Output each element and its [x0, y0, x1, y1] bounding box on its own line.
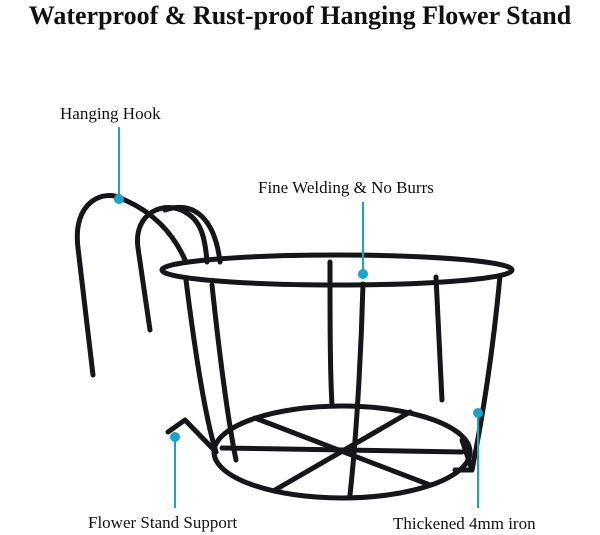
callout-label-stand-support: Flower Stand Support	[88, 513, 238, 532]
callout-label-fine-welding: Fine Welding & No Burrs	[258, 178, 434, 197]
leg-left-inner	[209, 282, 239, 463]
callout-dot-hook	[114, 194, 124, 204]
callout-dot-iron	[473, 408, 483, 418]
top-ring	[159, 252, 515, 288]
hanging-hook-outer	[74, 193, 189, 378]
callout-dot-support	[170, 432, 180, 442]
bottom-spoke-3	[272, 409, 413, 493]
right-support-foot	[452, 437, 475, 473]
callout-dot-welding	[358, 269, 368, 279]
flower-stand-frame	[74, 193, 515, 501]
leg-right-front	[469, 273, 503, 473]
leg-back-left	[327, 259, 335, 408]
leg-center-front	[347, 281, 366, 498]
callout-label-thickened-iron: Thickened 4mm iron	[393, 514, 536, 533]
hanging-hook-inner	[135, 205, 210, 333]
callout-lines	[114, 127, 483, 508]
hook-back-loop	[162, 204, 223, 265]
leg-left-front	[183, 277, 219, 455]
leg-back-right	[433, 274, 445, 403]
stand-support-bracket	[165, 417, 219, 455]
page-title: Waterproof & Rust-proof Hanging Flower S…	[28, 1, 572, 30]
callout-label-hanging-hook: Hanging Hook	[60, 104, 161, 123]
